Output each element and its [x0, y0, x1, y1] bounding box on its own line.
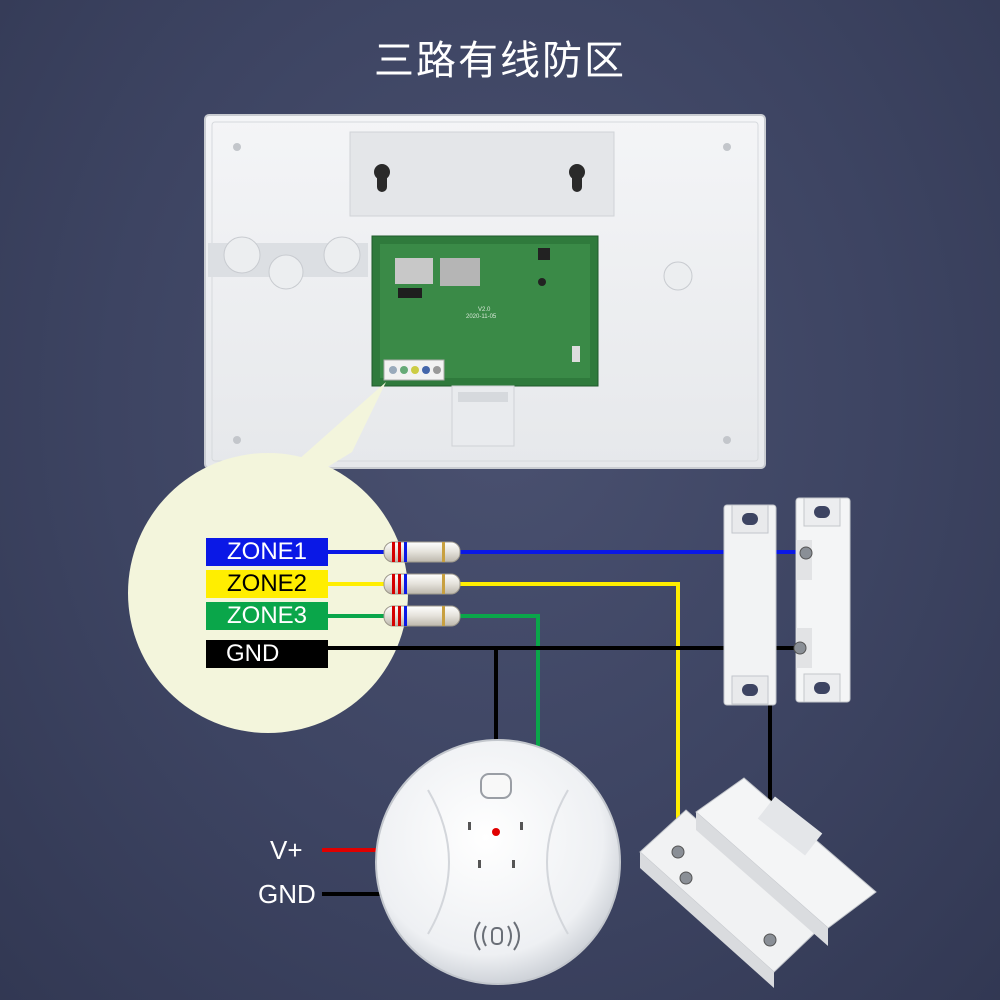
resistor-zone2	[383, 573, 461, 595]
sound-grille-icon	[474, 921, 520, 951]
keyhole-left-icon	[374, 164, 390, 192]
resistor-zone1	[383, 541, 461, 563]
board-version-text: V2.0	[478, 307, 491, 313]
flush-door-contact	[639, 777, 877, 988]
smoke-vplus-label: V+	[270, 835, 303, 865]
test-button	[480, 773, 512, 799]
smoke-detector	[375, 739, 621, 985]
page-title: 三路有线防区	[374, 38, 626, 84]
pcb-board: V2.0 2020-11-05	[371, 235, 599, 387]
resistor-zone3	[383, 605, 461, 627]
zone2-label: ZONE2	[206, 570, 328, 598]
smoke-gnd-label: GND	[258, 879, 316, 909]
led-indicator-icon	[492, 828, 500, 836]
gnd-label: GND	[206, 640, 328, 668]
keyhole-right-icon	[569, 164, 585, 192]
control-panel: V2.0 2020-11-05	[204, 114, 766, 469]
zone1-label: ZONE1	[206, 538, 328, 566]
surface-door-contact	[723, 497, 851, 706]
zone3-label: ZONE3	[206, 602, 328, 630]
board-date-text: 2020-11-05	[466, 314, 497, 320]
